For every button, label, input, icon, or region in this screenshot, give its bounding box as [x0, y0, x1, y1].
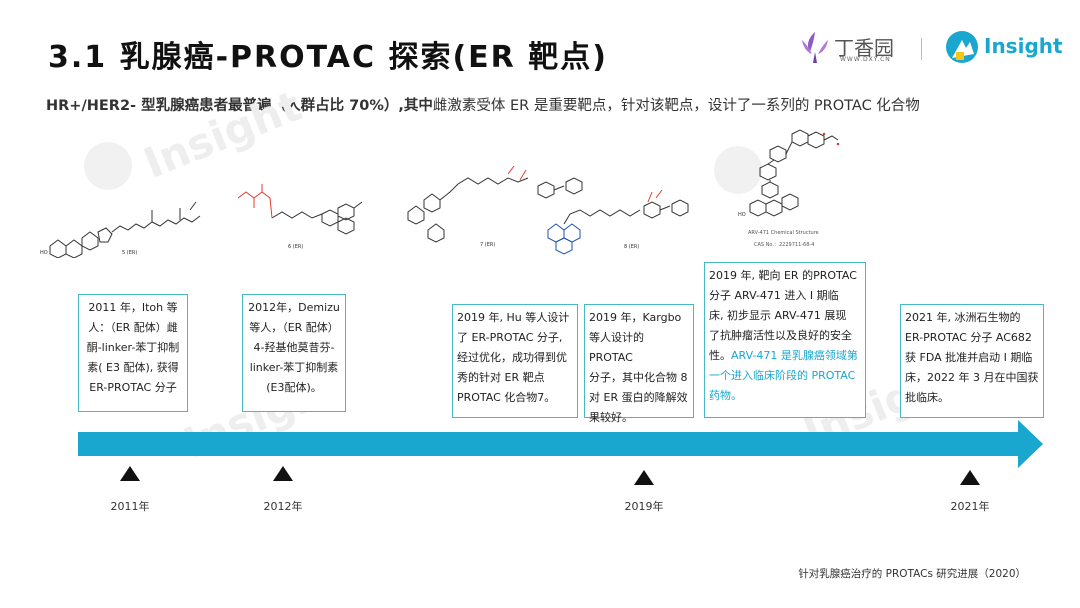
year-label-2021: 2021年 [950, 500, 990, 513]
insight-logo-text: Insight [984, 34, 1063, 58]
event-2012-line: 等人，（ER 配体） [249, 321, 339, 334]
dxy-logo: 丁香园 WWW.DXY.CN [800, 30, 910, 66]
event-arv-line: 2019 年, 靶向 ER 的PROTAC [709, 269, 857, 282]
event-box-2019-kargbo: 2019 年，Kargbo 等人设计的 PROTAC 分子，其中化合物 8 对 … [584, 304, 694, 424]
clove-icon [802, 32, 828, 63]
event-kargbo-line: 2019 年，Kargbo [589, 311, 682, 324]
structure-6-label: 6 (ER) [288, 244, 303, 250]
year-marker-triangle [634, 470, 654, 485]
page-title: 3.1 乳腺癌-PROTAC 探索(ER 靶点) [48, 40, 608, 75]
watermark-logo [84, 142, 132, 190]
event-kargbo-line: 果较好。 [589, 411, 633, 424]
event-2021-line: 批临床。 [905, 391, 949, 404]
year-marker-triangle [273, 466, 293, 481]
year-label-2011: 2011年 [110, 500, 150, 513]
year-label-2019: 2019年 [624, 500, 664, 513]
event-2012-line: (E3配体)。 [266, 381, 322, 394]
event-kargbo-line: 分子，其中化合物 8 [589, 371, 688, 384]
dxy-logo-text: 丁香园 [834, 36, 894, 60]
structure-7-image: 7 (ER) [407, 165, 583, 248]
event-2012-line: linker-苯丁抑制素 [249, 361, 339, 374]
insight-mark-icon [946, 31, 978, 63]
event-arv-line: 床, 初步显示 ARV-471 展现 [709, 309, 847, 322]
event-2011-line: ER-PROTAC 分子 [89, 381, 177, 394]
event-2012-line: 4-羟基他莫昔芬- [253, 341, 335, 354]
year-marker-triangle [120, 466, 140, 481]
structure-5-label: 5 (ER) [122, 250, 137, 256]
svg-text:HO: HO [738, 212, 746, 218]
event-2021-line: ER-PROTAC 分子 AC682 [905, 331, 1032, 344]
event-arv-highlight: 一个进入临床阶段的 PROTAC [709, 369, 856, 382]
event-2011-line: 素( E3 配体), 获得 [87, 361, 179, 374]
event-2021-line: 床，2022 年 3 月在中国获 [905, 371, 1039, 384]
event-box-2021: 2021 年, 冰洲石生物的 ER-PROTAC 分子 AC682 获 FDA … [900, 304, 1044, 418]
event-box-2011: 2011 年，Itoh 等 人：（ER 配体）雌 酮-linker-苯丁抑制 素… [78, 294, 188, 412]
structure-7-label: 7 (ER) [480, 242, 495, 248]
event-arv-line: 分子 ARV-471 进入 I 期临 [709, 289, 839, 302]
event-hu-line: 经过优化，成功得到优 [457, 351, 567, 364]
event-2011-line: 人：（ER 配体）雌 [88, 321, 178, 334]
svg-text:HO: HO [40, 250, 48, 256]
event-hu-line: 了 ER-PROTAC 分子, [457, 331, 563, 344]
arv-471-structure-image: HO [738, 129, 840, 218]
event-2011-line: 酮-linker-苯丁抑制 [86, 341, 180, 354]
source-citation: 针对乳腺癌治疗的 PROTACs 研究进展（2020） [798, 568, 1026, 580]
structure-5-image: HO 5 (ER) [40, 201, 201, 258]
event-2012-line: 2012年，Demizu [248, 301, 340, 314]
logo-divider [921, 38, 922, 60]
subtitle-rest: 雌激素受体 ER 是重要靶点，针对该靶点，设计了一系列的 PROTAC 化合物 [432, 98, 920, 114]
event-hu-line: 2019 年, Hu 等人设计 [457, 311, 570, 324]
event-2021-line: 获 FDA 批准并启动 I 期临 [905, 351, 1033, 364]
event-box-2019-hu: 2019 年, Hu 等人设计 了 ER-PROTAC 分子, 经过优化，成功得… [452, 304, 578, 418]
event-arv-line: 性。 [709, 349, 731, 362]
dxy-logo-url: WWW.DXY.CN [840, 56, 891, 63]
event-box-2019-arv471: 2019 年, 靶向 ER 的PROTAC 分子 ARV-471 进入 I 期临… [704, 262, 866, 418]
year-marker-triangle [960, 470, 980, 485]
arv-471-caption: ARV-471 Chemical Structure [748, 230, 819, 236]
structure-8-label: 8 (ER) [624, 244, 639, 250]
event-kargbo-line: 对 ER 蛋白的降解效 [589, 391, 688, 404]
structure-8-image: 8 (ER) [547, 189, 689, 255]
event-kargbo-line: 等人设计的 PROTAC [589, 331, 644, 364]
subtitle-bold: HR+/HER2- 型乳腺癌患者最普遍（人群占比 70%）,其中 [46, 98, 433, 114]
event-hu-line: 秀的针对 ER 靶点 [457, 371, 545, 384]
event-arv-line: 了抗肿瘤活性以及良好的安全 [709, 329, 852, 342]
event-arv-highlight: ARV-471 是乳腺癌领域第 [731, 349, 858, 362]
event-2021-line: 2021 年, 冰洲石生物的 [905, 311, 1021, 324]
event-hu-line: PROTAC 化合物7。 [457, 391, 556, 404]
event-arv-highlight: 药物。 [709, 389, 742, 402]
structure-6-image: 6 (ER) [237, 184, 363, 250]
event-box-2012: 2012年，Demizu 等人，（ER 配体） 4-羟基他莫昔芬- linker… [242, 294, 346, 412]
year-label-2012: 2012年 [263, 500, 303, 513]
arv-471-cas: CAS No.：2229711-68-4 [754, 242, 815, 248]
subtitle: HR+/HER2- 型乳腺癌患者最普遍（人群占比 70%）,其中雌激素受体 ER… [46, 94, 920, 115]
timeline-arrow [78, 420, 1043, 468]
watermark-logo [714, 146, 762, 194]
event-2011-line: 2011 年，Itoh 等 [88, 301, 178, 314]
insight-logo: Insight [944, 30, 1064, 66]
